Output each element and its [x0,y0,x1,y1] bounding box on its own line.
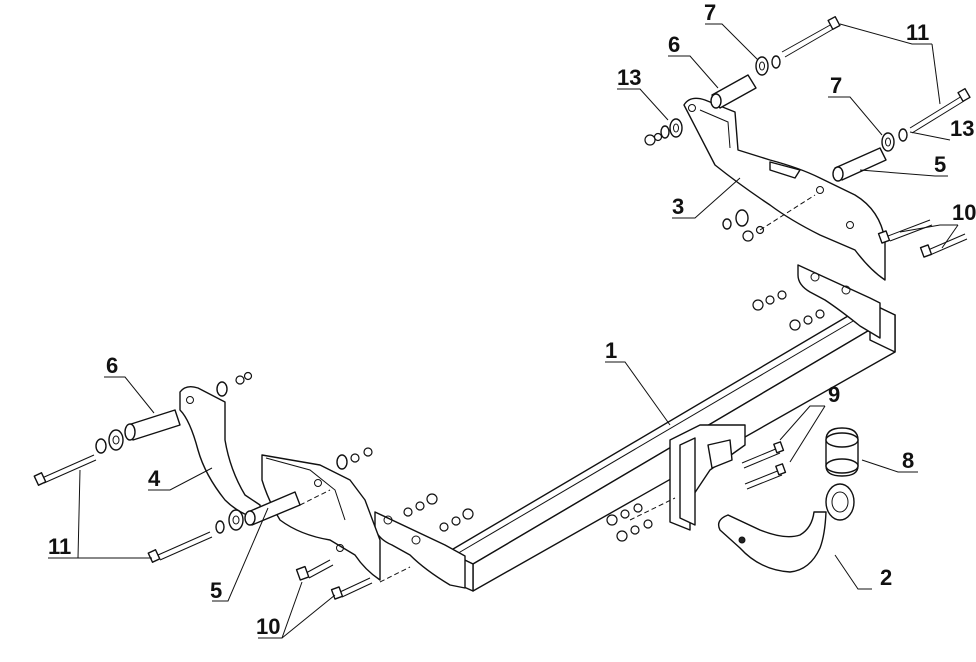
spacer-tube-5-top [832,147,887,182]
label-part-13-left: 13 [617,65,641,90]
bolts [33,16,971,600]
label-part-5-left: 5 [210,578,222,603]
label-part-11-right: 11 [906,20,929,45]
label-part-9: 9 [828,382,840,407]
spacer-tube-6-top [710,74,757,109]
part-labels: 1 2 3 4 5 5 6 6 7 7 8 9 10 10 11 11 13 1… [48,0,976,639]
label-part-8: 8 [902,448,914,473]
label-part-2: 2 [880,565,892,590]
tow-neck-part-2 [717,483,855,573]
bracket-part-4 [179,385,381,581]
label-part-5-right: 5 [934,152,946,177]
label-part-10-right: 10 [952,200,976,225]
label-part-7-top: 7 [704,0,716,25]
assembly-axes [299,194,816,583]
label-part-3: 3 [672,194,684,219]
label-part-13-right: 13 [950,116,974,141]
label-part-1: 1 [605,338,617,363]
label-part-11-left: 11 [48,534,71,559]
label-part-6-right: 6 [668,32,680,57]
bracket-part-3 [683,97,886,281]
label-part-6-left: 6 [106,353,118,378]
leader-lines [48,23,959,639]
label-part-10-left: 10 [256,614,280,639]
nut-stacks [235,132,825,542]
crossbar-part-1 [374,264,896,592]
label-part-4: 4 [148,466,161,491]
towball-part-8 [825,427,859,477]
spacer-tube-6-left [124,409,181,441]
label-part-7-right: 7 [830,73,842,98]
washers [95,55,908,534]
